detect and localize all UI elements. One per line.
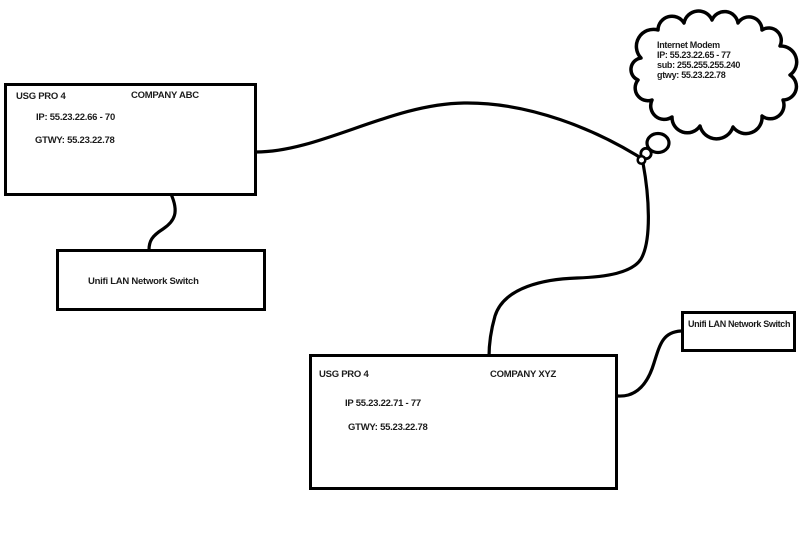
modem-gateway: gtwy: 55.23.22.78 [657, 70, 726, 80]
xyz-router-title: USG PRO 4 [319, 369, 369, 380]
xyz-router-company: COMPANY XYZ [490, 369, 557, 380]
thought-bubble-small-icon [636, 154, 647, 166]
modem-ip: IP: 55.23.22.65 - 77 [657, 50, 731, 60]
node-xyz-router: USG PRO 4 COMPANY XYZ IP 55.23.22.71 - 7… [309, 354, 618, 490]
internet-modem-cloud-icon [629, 9, 799, 141]
connector-modem-to-xyz-router [487, 161, 650, 359]
abc-router-ip: IP: 55.23.22.66 - 70 [36, 112, 115, 123]
modem-title: Internet Modem [657, 40, 720, 50]
internet-modem-label-block: Internet Modem IP: 55.23.22.65 - 77 sub:… [657, 40, 740, 80]
xyz-switch-label: Unifi LAN Network Switch [688, 319, 791, 329]
xyz-router-ip: IP 55.23.22.71 - 77 [345, 398, 421, 409]
abc-router-title: USG PRO 4 [16, 91, 66, 102]
abc-switch-label: Unifi LAN Network Switch [88, 276, 199, 287]
thought-bubble-large-icon [645, 131, 671, 155]
abc-router-gateway: GTWY: 55.23.22.78 [35, 135, 115, 146]
node-xyz-lan-switch: Unifi LAN Network Switch [681, 311, 796, 352]
modem-subnet: sub: 255.255.255.240 [657, 60, 741, 70]
node-abc-lan-switch: Unifi LAN Network Switch [56, 249, 266, 311]
connector-abc-router-to-modem [254, 101, 643, 160]
connector-xyz-router-to-xyz-switch [616, 329, 683, 398]
node-abc-router: USG PRO 4 COMPANY ABC IP: 55.23.22.66 - … [4, 83, 257, 196]
connector-abc-router-to-abc-switch [147, 192, 177, 252]
abc-router-company: COMPANY ABC [131, 90, 199, 101]
xyz-router-gateway: GTWY: 55.23.22.78 [348, 422, 428, 433]
